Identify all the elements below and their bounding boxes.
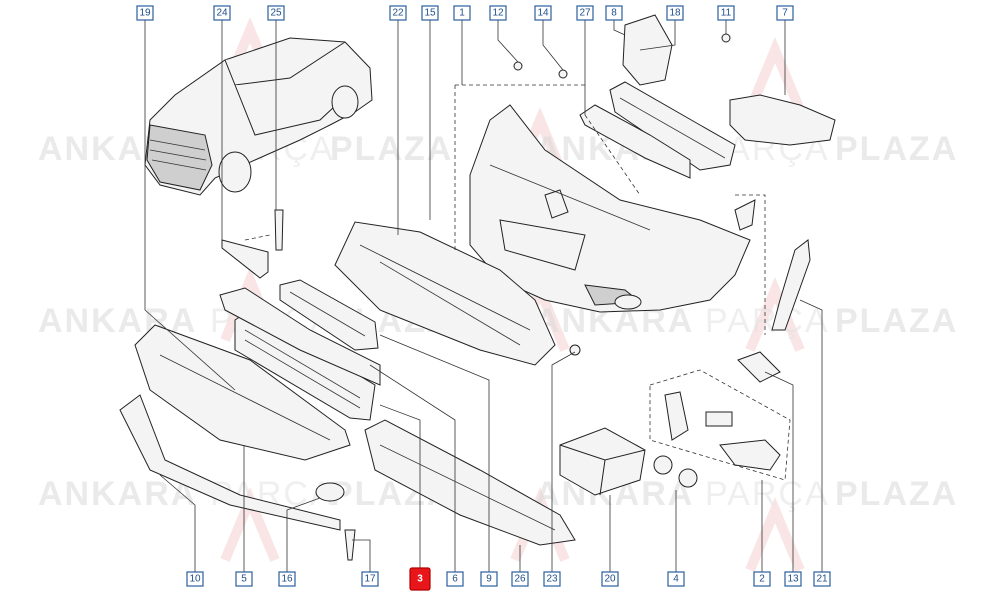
callout-13-label: 13 — [787, 574, 799, 585]
callout-labels: 19 24 25 22 15 1 12 14 27 8 18 11 7 10 5… — [136, 5, 831, 591]
callout-11-label: 11 — [721, 8, 732, 19]
callout-16[interactable]: 16 — [278, 571, 296, 587]
callout-15-label: 15 — [424, 8, 436, 19]
callout-19-label: 19 — [139, 8, 151, 19]
callout-27-label: 27 — [579, 8, 591, 19]
strip-27 — [579, 104, 691, 179]
callout-26-label: 26 — [514, 574, 526, 585]
callout-1[interactable]: 1 — [453, 5, 471, 21]
callout-27[interactable]: 27 — [576, 5, 594, 21]
callout-6-label: 6 — [452, 574, 458, 585]
bracket-8 — [622, 14, 673, 86]
callout-17-label: 17 — [364, 574, 376, 585]
callout-6[interactable]: 6 — [446, 571, 464, 587]
callout-16-label: 16 — [281, 574, 293, 585]
watermark-word3: PLAZA — [330, 130, 453, 168]
callout-22-label: 22 — [392, 8, 404, 19]
callout-7-label: 7 — [782, 8, 788, 19]
callout-17[interactable]: 17 — [361, 571, 379, 587]
callout-25-label: 25 — [270, 8, 282, 19]
callout-15[interactable]: 15 — [421, 5, 439, 21]
callout-8-label: 8 — [611, 8, 617, 19]
leader-lines — [144, 18, 823, 575]
watermark-word3: PLAZA — [835, 130, 958, 168]
watermark-word2: PARÇA — [705, 475, 830, 513]
callout-24[interactable]: 24 — [213, 5, 231, 21]
callout-20[interactable]: 20 — [601, 571, 619, 587]
callout-4-label: 4 — [673, 574, 679, 585]
fog-light-kit — [649, 351, 791, 488]
upper-grille-strip — [609, 81, 736, 171]
callout-3[interactable]: 3 — [409, 567, 431, 591]
tow-hook-cover — [315, 482, 345, 502]
callout-14-label: 14 — [537, 8, 549, 19]
bracket-7 — [729, 94, 836, 146]
absorber-lower — [364, 419, 576, 546]
callout-12[interactable]: 12 — [489, 5, 507, 21]
callout-1-label: 1 — [459, 8, 465, 19]
callout-13[interactable]: 13 — [784, 571, 802, 587]
callout-9-label: 9 — [486, 574, 492, 585]
spoiler-part — [219, 287, 381, 386]
callout-4[interactable]: 4 — [667, 571, 685, 587]
callout-23-label: 23 — [546, 574, 558, 585]
watermark-word2: PARÇA — [705, 302, 830, 340]
callout-22[interactable]: 22 — [389, 5, 407, 21]
callout-21-label: 21 — [816, 574, 828, 585]
watermark-word3: PLAZA — [835, 475, 958, 513]
callout-5-label: 5 — [241, 574, 247, 585]
fasteners — [221, 33, 731, 561]
callout-10-label: 10 — [189, 574, 201, 585]
grille-upper — [279, 279, 379, 351]
callout-26[interactable]: 26 — [511, 571, 529, 587]
callout-25[interactable]: 25 — [267, 5, 285, 21]
fastener-box — [559, 427, 646, 496]
watermark-word3: PLAZA — [835, 302, 958, 340]
bracket-right — [734, 199, 756, 231]
car-illustration — [144, 37, 373, 196]
callout-7[interactable]: 7 — [776, 5, 794, 21]
callout-20-label: 20 — [604, 574, 616, 585]
callout-10[interactable]: 10 — [186, 571, 204, 587]
callout-8[interactable]: 8 — [605, 5, 623, 21]
dashed-guides — [244, 84, 766, 335]
undertray — [134, 324, 351, 461]
lower-strip — [119, 394, 341, 531]
callout-21[interactable]: 21 — [813, 571, 831, 587]
watermark-word1: ANKARA — [38, 475, 197, 513]
callout-23[interactable]: 23 — [543, 571, 561, 587]
callout-2-label: 2 — [759, 574, 765, 585]
callout-12-label: 12 — [492, 8, 504, 19]
callout-14[interactable]: 14 — [534, 5, 552, 21]
callout-18-label: 18 — [669, 8, 681, 19]
callout-2[interactable]: 2 — [753, 571, 771, 587]
callout-3-label: 3 — [417, 574, 423, 585]
callout-24-label: 24 — [216, 8, 228, 19]
callout-11[interactable]: 11 — [717, 5, 735, 21]
callout-18[interactable]: 18 — [666, 5, 684, 21]
callout-9[interactable]: 9 — [480, 571, 498, 587]
callout-5[interactable]: 5 — [235, 571, 253, 587]
callout-19[interactable]: 19 — [136, 5, 154, 21]
side-strip — [771, 239, 811, 331]
